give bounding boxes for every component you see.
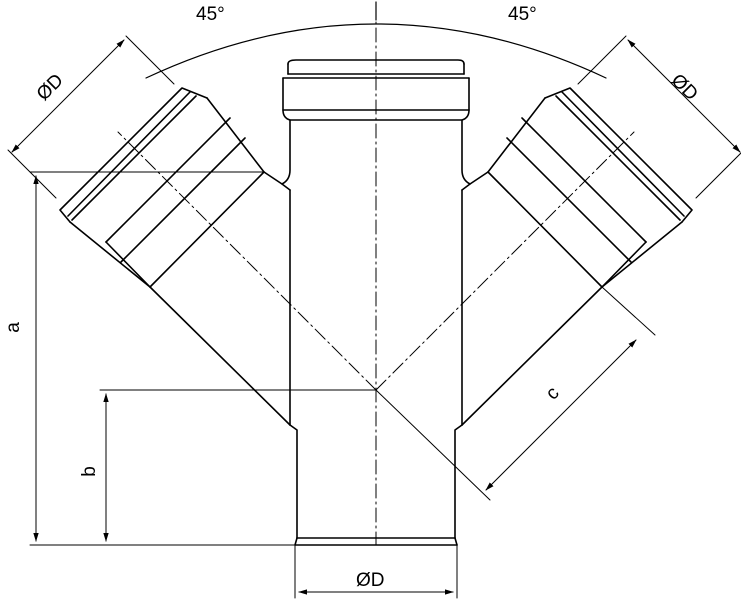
- dimension-a-label: a: [2, 322, 24, 333]
- angle-left-label: 45°: [196, 4, 225, 25]
- dimension-diameter-upper-left: [7, 35, 175, 199]
- dimension-diameter-bottom: [294, 544, 458, 599]
- dimension-b-label: b: [78, 466, 100, 477]
- angle-right-label: 45°: [508, 4, 537, 25]
- dimension-diameter-upper-right: [577, 35, 741, 199]
- angle-arc: [145, 1, 607, 79]
- diameter-bottom-label: ØD: [356, 570, 385, 591]
- right-branch: [461, 87, 693, 426]
- dimension-b: [99, 389, 377, 542]
- center-lines: [117, 3, 635, 546]
- left-branch: [59, 87, 291, 426]
- dimension-c: [375, 286, 656, 501]
- dimension-a: [29, 171, 298, 546]
